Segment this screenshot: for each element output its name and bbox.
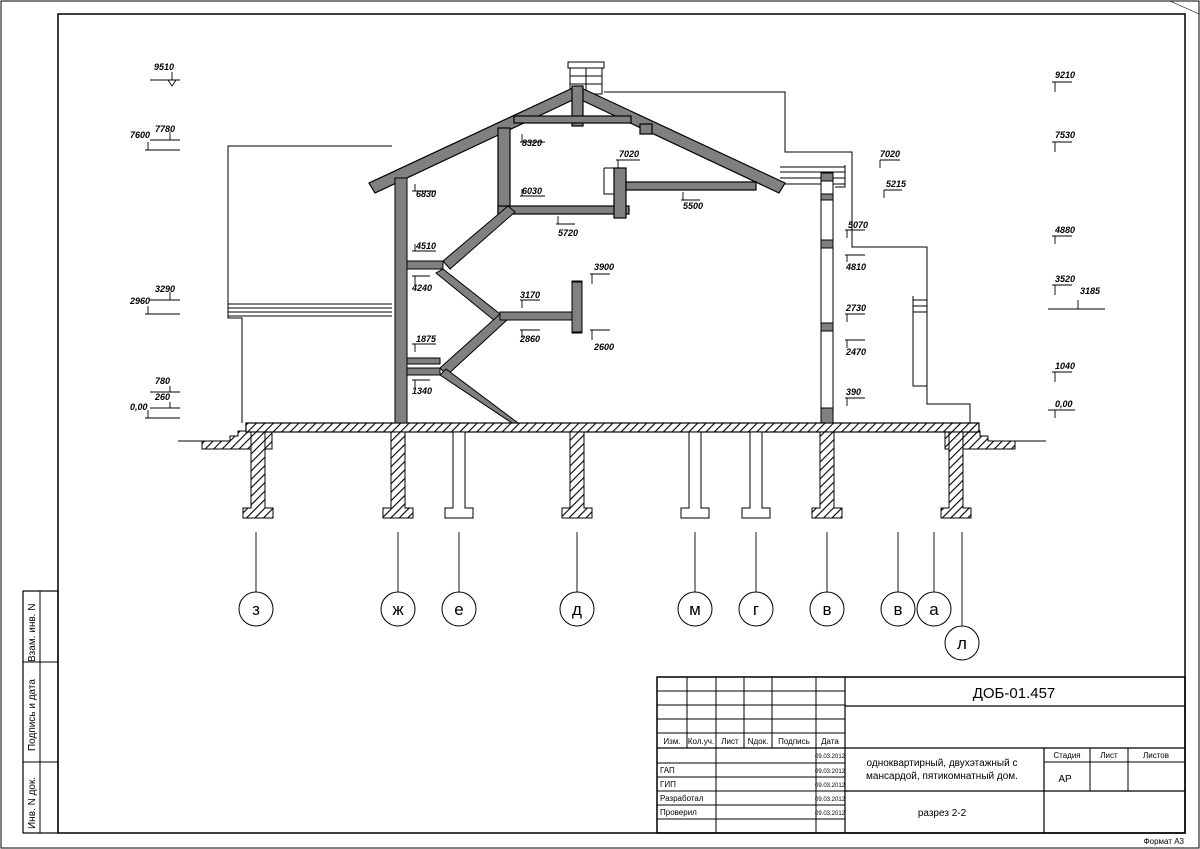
axis-bubble <box>559 591 595 627</box>
level-3170: 3170 <box>520 290 540 300</box>
axis-bubble <box>441 591 477 627</box>
level-7600: 7600 <box>130 130 150 140</box>
stamp-sign-date: Подпись и дата <box>27 679 38 751</box>
level-3290: 3290 <box>155 284 175 294</box>
level-3185: 3185 <box>1080 286 1101 296</box>
level-5720: 5720 <box>558 228 578 238</box>
axis-bubble <box>916 591 952 627</box>
role-gap: ГАП <box>660 766 675 775</box>
level-6830: 6830 <box>416 189 436 199</box>
role-developed: Разработал <box>660 794 704 803</box>
axis-label: в <box>893 600 902 619</box>
level-260: 260 <box>154 392 170 402</box>
level-2860: 2860 <box>519 334 540 344</box>
level-5215: 5215 <box>886 179 907 189</box>
level-1875: 1875 <box>416 334 437 344</box>
stairs <box>406 205 583 424</box>
level-markers <box>145 72 1105 419</box>
axis-label: е <box>454 600 463 619</box>
date-checked: 09.03.2012 <box>815 811 846 817</box>
axis-label: м <box>689 600 701 619</box>
level-9510: 9510 <box>154 62 174 72</box>
roof <box>368 85 786 219</box>
level-0-left: 0,00 <box>130 402 148 412</box>
level-5500: 5500 <box>683 201 703 211</box>
level-4880: 4880 <box>1054 225 1075 235</box>
level-3520: 3520 <box>1055 274 1075 284</box>
level-3900: 3900 <box>594 262 614 272</box>
date-gap: 09.03.2012 <box>815 769 846 775</box>
level-4240: 4240 <box>411 283 432 293</box>
stamp-inv-n-orig: Инв. N док. <box>27 777 38 829</box>
level-4510: 4510 <box>415 241 436 251</box>
axis-bubbles <box>238 591 980 661</box>
header-data: Дата <box>821 737 839 746</box>
description-line1: одноквартирный, двухэтажный с <box>867 758 1018 769</box>
axis-label: д <box>572 600 582 619</box>
level-2470: 2470 <box>845 347 866 357</box>
level-1040: 1040 <box>1055 361 1075 371</box>
level-7020-mid: 7020 <box>619 149 639 159</box>
axis-bubble <box>809 591 845 627</box>
axis-bubble <box>380 591 416 627</box>
axis-label: г <box>753 600 759 619</box>
date-gip: 09.03.2012 <box>815 783 846 789</box>
foundation <box>178 422 1046 519</box>
walls <box>394 167 834 424</box>
role-gip: ГИП <box>660 780 676 789</box>
level-labels: 9510 7780 7600 3290 2960 780 260 0,00 92… <box>129 62 1101 412</box>
level-7780: 7780 <box>155 124 175 134</box>
stage-value: АР <box>1058 774 1072 785</box>
level-6030: 6030 <box>522 186 542 196</box>
level-7020-right: 7020 <box>880 149 900 159</box>
axis-label: в <box>822 600 831 619</box>
level-9210: 9210 <box>1055 70 1075 80</box>
level-0-right: 0,00 <box>1055 399 1073 409</box>
sheet-label: Лист <box>1100 751 1118 760</box>
axis-label: л <box>957 634 967 653</box>
axis-bubble <box>677 591 713 627</box>
level-2730: 2730 <box>845 303 866 313</box>
level-5070: 5070 <box>848 220 868 230</box>
axis-label: а <box>929 600 939 619</box>
level-780: 780 <box>155 376 170 386</box>
axis-bubble <box>880 591 916 627</box>
stamp-inv-n: Взам. инв. N <box>27 604 38 662</box>
level-390: 390 <box>846 387 861 397</box>
level-8320: 8320 <box>522 138 542 148</box>
header-ndok: Nдок. <box>748 737 769 746</box>
header-izm: Изм. <box>663 737 680 746</box>
level-2600: 2600 <box>593 342 614 352</box>
description-line2: мансардой, пятикомнатный дом. <box>866 771 1018 782</box>
role-checked: Проверил <box>660 808 697 817</box>
sheets-label: Листов <box>1143 751 1169 760</box>
level-7530: 7530 <box>1055 130 1075 140</box>
header-list: Лист <box>721 737 739 746</box>
axis-label: ж <box>392 600 404 619</box>
date-top: 09.03.2012 <box>815 754 846 760</box>
header-podpis: Подпись <box>778 737 810 746</box>
level-4810: 4810 <box>845 262 866 272</box>
axis-bubble <box>738 591 774 627</box>
axis-bubble <box>238 591 274 627</box>
level-1340: 1340 <box>412 386 432 396</box>
header-kol-uch: Кол.уч. <box>688 737 714 746</box>
axis-label: з <box>252 600 260 619</box>
axis-bubble <box>944 625 980 661</box>
axis-leaders <box>255 532 963 626</box>
axis-labels: з ж е д м г в в а л <box>252 600 967 653</box>
drawing-code: ДОБ-01.457 <box>973 685 1056 702</box>
drawing-name: разрез 2-2 <box>918 808 967 819</box>
stage-label: Стадия <box>1053 751 1080 760</box>
background-outline <box>227 91 971 423</box>
level-2960: 2960 <box>129 296 150 306</box>
title-block: ДОБ-01.457 Изм. Кол.уч. Лист Nдок. Подпи… <box>656 676 1186 834</box>
side-stamp: Взам. инв. N Подпись и дата Инв. N док. <box>22 590 59 834</box>
date-developed: 09.03.2012 <box>815 797 846 803</box>
sheet-format: Формат А3 <box>1144 837 1185 846</box>
